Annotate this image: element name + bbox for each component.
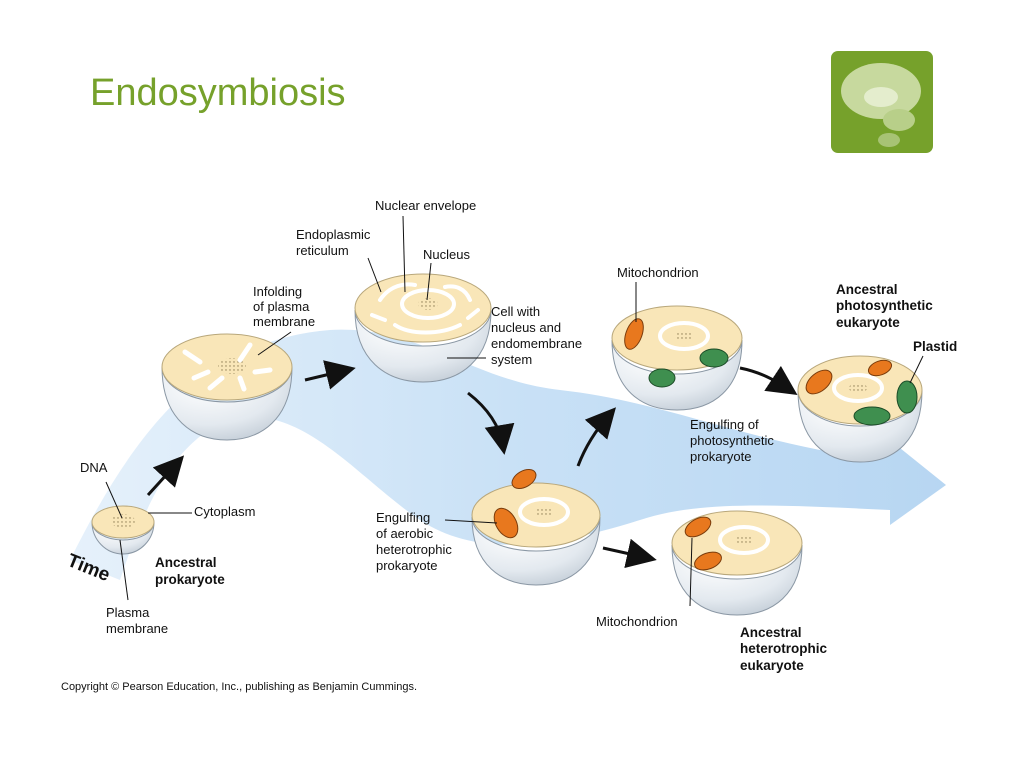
arrow-3 [467, 391, 515, 455]
heterotrophic-eukaryote-cell [671, 510, 803, 616]
engulfing-photosynthetic-label-2: photosynthetic [690, 433, 774, 448]
process-arrows [146, 360, 798, 569]
engulfing-aerobic-label-2: of aerobic [376, 526, 434, 541]
plastid-label: Plastid [913, 339, 957, 354]
arrow-1 [146, 455, 185, 497]
engulfing-aerobic-cell [471, 469, 601, 586]
arrow-4 [576, 407, 616, 467]
ancestral-photosynthetic-label-2: photosynthetic [836, 298, 933, 313]
engulfing-aerobic-label-4: prokaryote [376, 558, 437, 573]
infolding-label-3: membrane [253, 314, 315, 329]
leader-lines [105, 215, 924, 607]
endoplasmic-reticulum-label-1: Endoplasmic [296, 227, 371, 242]
cell-with-nucleus-label-1: Cell with [491, 304, 540, 319]
endoplasmic-reticulum-label-2: reticulum [296, 243, 349, 258]
infolding-label-2: of plasma [253, 299, 310, 314]
ancestral-photosynthetic-label-1: Ancestral [836, 282, 898, 297]
ancestral-prokaryote-label-1: Ancestral [155, 555, 217, 570]
arrow-5 [739, 365, 798, 395]
ancestral-prokaryote-cell [91, 505, 155, 555]
cytoplasm-label: Cytoplasm [194, 504, 255, 519]
arrow-2 [304, 360, 356, 390]
nucleus-label: Nucleus [423, 247, 470, 262]
engulfing-photosynthetic-label-3: prokaryote [690, 449, 751, 464]
copyright-notice: Copyright © Pearson Education, Inc., pub… [61, 681, 418, 693]
ancestral-heterotrophic-label-1: Ancestral [740, 625, 802, 640]
thought-bubble-icon [831, 51, 933, 153]
nuclear-envelope-label: Nuclear envelope [375, 198, 476, 213]
engulfing-photosynthetic-label-1: Engulfing of [690, 417, 759, 432]
endosymbiosis-diagram: Time DNA Cytoplasm Plasma membrane Ances… [64, 198, 957, 673]
arrow-6 [602, 538, 657, 569]
infolding-cell [161, 333, 293, 441]
ancestral-heterotrophic-label-3: eukaryote [740, 658, 804, 673]
ancestral-heterotrophic-label-2: heterotrophic [740, 641, 827, 656]
infolding-label-1: Infolding [253, 284, 302, 299]
engulfing-photosynthetic-cell [611, 305, 743, 411]
engulfing-aerobic-label-3: heterotrophic [376, 542, 452, 557]
engulfing-aerobic-label-1: Engulfing [376, 510, 430, 525]
photosynthetic-eukaryote-cell [797, 355, 923, 463]
cell-with-nucleus-label-4: system [491, 352, 532, 367]
slide-title: Endosymbiosis [90, 72, 346, 114]
ancestral-prokaryote-label-2: prokaryote [155, 572, 225, 587]
dna-label: DNA [80, 460, 108, 475]
cell-with-nucleus-label-2: nucleus and [491, 320, 561, 335]
mitochondrion-bottom-label: Mitochondrion [596, 614, 678, 629]
nucleated-cell [354, 273, 492, 383]
plasma-membrane-label-1: Plasma [106, 605, 150, 620]
cell-with-nucleus-label-3: endomembrane [491, 336, 582, 351]
ancestral-photosynthetic-label-3: eukaryote [836, 315, 900, 330]
plasma-membrane-label-2: membrane [106, 621, 168, 636]
mitochondrion-top-label: Mitochondrion [617, 265, 699, 280]
